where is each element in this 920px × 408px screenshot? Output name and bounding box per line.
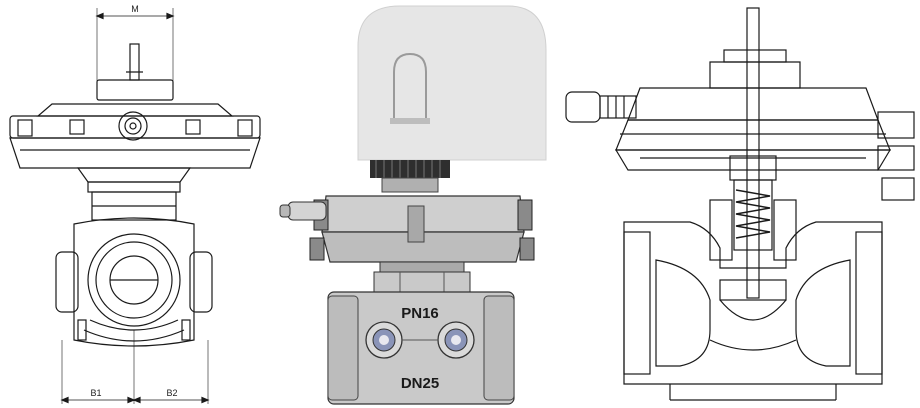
outline-drawing-panel: M B1 B2: [0, 0, 270, 408]
dim-label-m: M: [131, 4, 139, 14]
dim-label-b1: B1: [90, 388, 101, 398]
actuator-view-panel: PN16 DN25: [270, 0, 570, 408]
actuator-view: PN16 DN25: [279, 5, 547, 405]
nominal-diameter-label: DN25: [401, 375, 439, 392]
outline-drawing: M B1 B2: [9, 4, 261, 404]
pressure-rating-label: PN16: [401, 305, 439, 322]
dim-label-b2: B2: [166, 388, 177, 398]
cross-section-drawing: [565, 7, 915, 401]
cross-section-panel: [560, 0, 920, 408]
